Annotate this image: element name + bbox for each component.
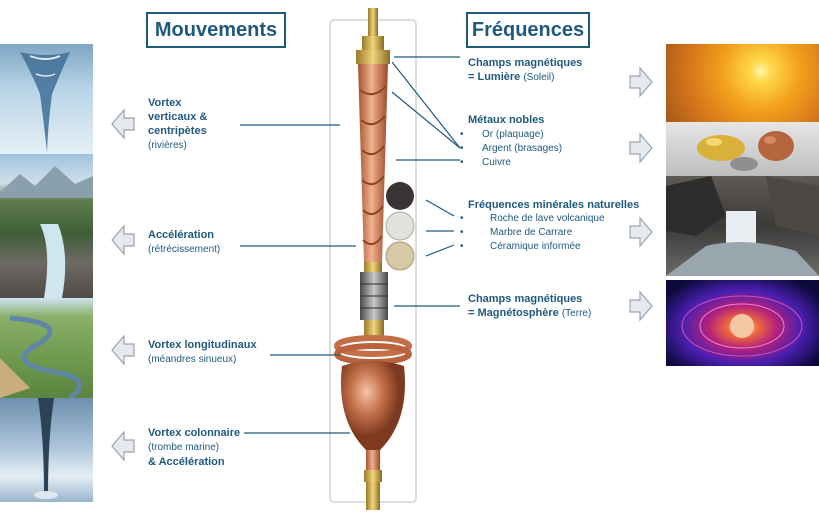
label-vortex-columnar-extra: & Accélération (148, 456, 225, 468)
photo-sun (666, 44, 819, 122)
line-ceramic (425, 244, 455, 257)
list-noble-metals: Or (plaquage) Argent (brasages) Cuivre (458, 128, 562, 170)
label-vortex-columnar-title: Vortex colonnaire (148, 427, 241, 439)
list-item: Marbre de Carrare (458, 226, 605, 240)
photo-meander (0, 298, 93, 398)
waterfall-graphic (666, 176, 819, 276)
label-vortex-vertical: Vortex verticaux & centripètes (rivières… (148, 96, 207, 153)
label-vortex-vertical-sub: (rivières) (148, 140, 187, 151)
arrow-left-icon (111, 430, 135, 462)
label-vortex-longitudinal-sub: (méandres sinueux) (148, 354, 237, 365)
mid-connector (364, 262, 382, 272)
line-gold (391, 61, 461, 149)
list-item: Or (plaquage) (458, 128, 562, 142)
line-silver (391, 91, 461, 149)
line-lava (425, 199, 455, 217)
copper-coil (334, 335, 412, 365)
label-mineral-frequencies: Fréquences minérales naturelles (468, 198, 639, 212)
lower-connector (364, 320, 384, 338)
bottom-nut (364, 470, 382, 482)
label-vortex-columnar: Vortex colonnaire (trombe marine) & Accé… (148, 426, 240, 469)
list-item: Argent (brasages) (458, 142, 562, 156)
copper-bulb (341, 361, 405, 450)
label-vortex-vertical-line2: verticaux & (148, 111, 208, 123)
photo-waterspout (0, 398, 93, 502)
bottom-fitting (366, 482, 380, 510)
label-vortex-longitudinal: Vortex longitudinaux (méandres sinueux) (148, 338, 257, 367)
label-acceleration-sub: (rétrécissement) (148, 244, 221, 255)
arrow-right-icon (629, 66, 653, 98)
arrow-left-icon (111, 224, 135, 256)
photo-river-canyon (0, 154, 93, 298)
arrow-right-icon (629, 132, 653, 164)
top-fitting (368, 8, 378, 36)
arrow-left-icon (111, 108, 135, 140)
list-item: Céramique informée (458, 240, 605, 254)
list-item: Roche de lave volcanique (458, 212, 605, 226)
label-mineral-frequencies-title: Fréquences minérales naturelles (468, 199, 640, 211)
label-acceleration: Accélération (rétrécissement) (148, 228, 220, 257)
title-mouvements: Mouvements (146, 12, 286, 48)
arrow-left-icon (111, 334, 135, 366)
list-item: Cuivre (458, 156, 562, 170)
label-acceleration-title: Accélération (148, 229, 215, 241)
label-magnetosphere-line2: = Magnétosphère (468, 307, 559, 319)
label-vortex-vertical-line3: centripètes (148, 125, 207, 137)
arrow-right-icon (629, 290, 653, 322)
label-noble-metals: Métaux nobles (468, 113, 544, 127)
label-magnetic-light-sub: (Soleil) (523, 72, 555, 83)
nuggets-graphic (697, 131, 794, 171)
label-vortex-vertical-line1: Vortex (148, 97, 182, 109)
photo-magnetosphere (666, 280, 819, 366)
water-vortex-graphic (20, 52, 70, 152)
meander-graphic (0, 315, 82, 398)
label-vortex-columnar-sub: (trombe marine) (148, 442, 220, 453)
label-magnetosphere-line1: Champs magnétiques (468, 293, 583, 305)
bulb-neck (366, 450, 380, 470)
waterspout-graphic (34, 398, 58, 499)
top-nut (362, 36, 384, 52)
label-magnetic-light-line2: = Lumière (468, 71, 521, 83)
photo-tornado-water (0, 44, 93, 154)
river-graphic (0, 166, 93, 298)
list-minerals: Roche de lave volcanique Marbre de Carra… (458, 212, 605, 254)
top-cap (356, 50, 390, 64)
mineral-lava-icon (386, 182, 414, 210)
label-magnetosphere: Champs magnétiques = Magnétosphère (Terr… (468, 292, 591, 321)
photo-rock-waterfall (666, 176, 819, 276)
mineral-marble-icon (385, 211, 415, 241)
photo-gold-copper-nuggets (666, 122, 819, 176)
spiral-grooves (359, 85, 387, 246)
mineral-ceramic-icon (385, 241, 415, 271)
label-noble-metals-title: Métaux nobles (468, 114, 545, 126)
arrow-right-icon (629, 216, 653, 248)
label-magnetic-light-line1: Champs magnétiques (468, 57, 583, 69)
field-lines-graphic (681, 295, 803, 357)
label-magnetic-light: Champs magnétiques = Lumière (Soleil) (468, 56, 582, 85)
label-vortex-longitudinal-title: Vortex longitudinaux (148, 339, 257, 351)
label-magnetosphere-sub: (Terre) (561, 308, 592, 319)
title-frequences: Fréquences (466, 12, 590, 48)
